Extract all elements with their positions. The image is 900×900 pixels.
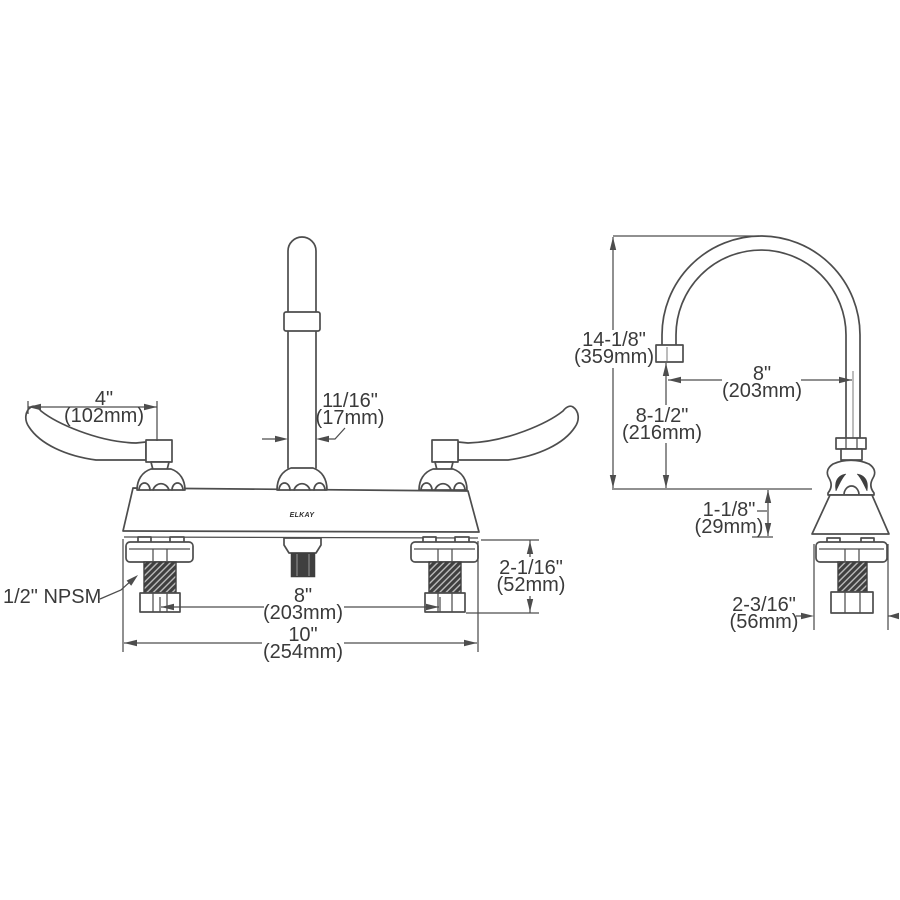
dim-inches: 4" <box>94 388 114 410</box>
side-shank-assembly <box>815 537 888 614</box>
dim-metric: (359mm) <box>573 346 654 368</box>
left-handle <box>25 405 186 491</box>
dim-metric: (254mm) <box>262 641 343 663</box>
dim-outlet-height-lines <box>662 363 670 488</box>
dim-base-depth-lines <box>796 544 899 630</box>
thread-text: 1/2" NPSM <box>3 586 102 608</box>
dim-label-base-depth: 2-3/16" (56mm) <box>704 594 824 633</box>
dim-label-outlet-height: 8-1/2" (216mm) <box>602 405 722 444</box>
valve-body <box>826 459 876 496</box>
dim-label-below-deck-height: 2-1/16" (52mm) <box>471 557 591 596</box>
spout-pipe <box>276 236 328 491</box>
dim-metric: (216mm) <box>621 422 702 444</box>
dim-metric: (203mm) <box>262 602 343 624</box>
deck-profile <box>811 494 890 535</box>
dim-overall-height-lines <box>609 235 759 488</box>
npsm-leader-line <box>99 575 138 600</box>
right-hex-nut <box>424 592 466 613</box>
dim-label-spout-pipe-width: 11/16" (17mm) <box>290 390 410 429</box>
left-threaded-shank <box>143 561 177 594</box>
dim-inches: 8-1/2" <box>635 405 689 427</box>
dim-metric: (52mm) <box>496 574 566 596</box>
dim-inches: 10" <box>288 624 318 646</box>
dim-label-base-width: 10" (254mm) <box>243 624 363 663</box>
dim-inches: 8" <box>752 363 772 385</box>
dim-label-hole-centers: 8" (203mm) <box>243 585 363 624</box>
spout-escutcheon <box>276 467 328 491</box>
front-view-drawing <box>25 236 579 652</box>
dim-metric: (17mm) <box>315 407 385 429</box>
dim-handle-width-lines <box>27 401 158 441</box>
dim-inches: 14-1/8" <box>582 329 646 351</box>
spout-collar <box>283 311 321 332</box>
side-view-drawing <box>609 235 899 630</box>
spout-mounting-nut <box>835 437 867 461</box>
dim-metric: (102mm) <box>63 405 144 427</box>
thread-spec-label: 1/2" NPSM <box>3 586 123 608</box>
gooseneck-spout <box>655 235 861 439</box>
dim-label-overall-height: 14-1/8" (359mm) <box>554 329 674 368</box>
dim-metric: (56mm) <box>729 611 799 633</box>
dim-base-width-lines <box>122 539 479 652</box>
dim-spout-pipe-lines <box>262 427 346 443</box>
side-threaded-shank <box>837 561 868 593</box>
right-shank-assembly <box>410 536 479 613</box>
spout-outlet-aerator <box>655 344 684 363</box>
dim-inches: 2-3/16" <box>732 594 796 616</box>
dim-spout-reach-lines <box>668 376 852 384</box>
brand-logo: ELKAY <box>289 512 315 519</box>
dim-inches: 11/16" <box>322 390 378 412</box>
dim-deck-height-lines <box>752 490 773 538</box>
dim-inches: 1-1/8" <box>702 499 756 521</box>
dim-label-deck-height: 1-1/8" (29mm) <box>669 499 789 538</box>
dim-metric: (29mm) <box>694 516 764 538</box>
right-handle <box>418 405 579 491</box>
dim-metric: (203mm) <box>721 380 802 402</box>
dim-inches: 2-1/16" <box>499 557 563 579</box>
side-hex-nut <box>830 591 874 614</box>
right-threaded-shank <box>428 561 462 594</box>
dim-inches: 8" <box>293 585 313 607</box>
center-outlet-fitting <box>283 537 322 578</box>
dim-below-deck-lines <box>466 539 539 614</box>
dim-hole-centers-lines <box>159 597 441 612</box>
dim-label-handle-width: 4" (102mm) <box>44 388 164 427</box>
left-shank-assembly <box>125 536 194 613</box>
dim-label-spout-reach: 8" (203mm) <box>702 363 822 402</box>
